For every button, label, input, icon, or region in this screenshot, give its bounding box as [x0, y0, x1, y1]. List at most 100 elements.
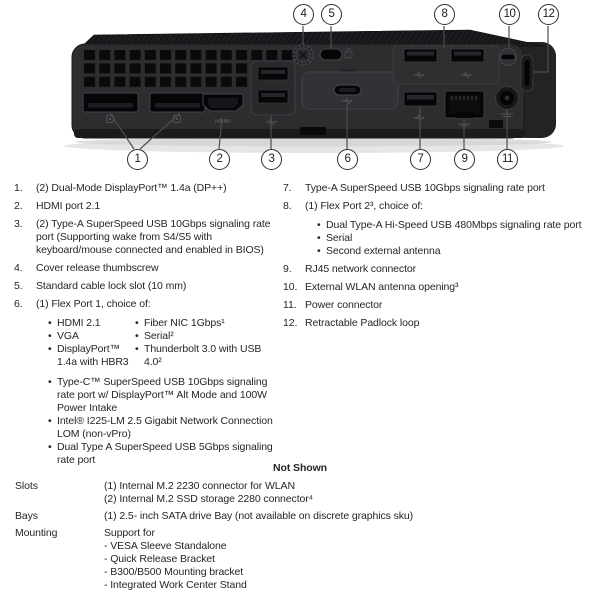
callout-5: 5 — [321, 4, 342, 25]
legend-item-number: 12. — [283, 317, 298, 329]
bullet-item: • Type-C™ SuperSpeed USB 10Gbps signaling… — [48, 376, 280, 415]
bullet-item: •Thunderbolt 3.0 with USB 4.0² — [135, 343, 280, 369]
not-shown-values: (1) Internal M.2 2230 connector for WLAN… — [104, 480, 600, 506]
not-shown-row-bays: Bays(1) 2.5- inch SATA drive Bay (not av… — [0, 510, 600, 523]
legend-item-number: 6. — [14, 298, 23, 310]
hdmi-port — [202, 93, 244, 112]
legend-item-text: (2) Dual-Mode DisplayPort™ 1.4a (DP++) — [36, 182, 280, 195]
bullet-item: • HDMI 2.1 — [48, 317, 135, 330]
cover-thumbscrew — [292, 44, 314, 66]
bullet-text: VGA — [57, 330, 79, 342]
bullet-text: DisplayPort™ 1.4a with HBR3 — [57, 343, 129, 368]
legend-item-text: Power connector — [305, 299, 597, 312]
bullet-text: Second external antenna — [326, 245, 441, 257]
bullet-dot: • — [48, 415, 52, 427]
bullet-item: • Fiber NIC 1Gbps¹ — [135, 317, 280, 330]
displayport-2 — [149, 92, 206, 113]
not-shown-line: (1) Internal M.2 2230 connector for WLAN — [104, 480, 295, 492]
legend-item-3: 3. (2) Type-A SuperSpeed USB 10Gbps signa… — [14, 218, 280, 257]
bullet-item: •Dual Type-A Hi-Speed USB 480Mbps signal… — [317, 219, 597, 232]
legend-item-6: 6.(1) Flex Port 1, choice of:•HDMI 2.1•V… — [14, 298, 280, 467]
callout-10: 10 — [499, 4, 520, 25]
legend-item-text: Retractable Padlock loop — [305, 317, 597, 330]
legend-item-number: 7. — [283, 182, 292, 194]
bullet-item: •Second external antenna — [317, 245, 597, 258]
legend-item-2: 2. HDMI port 2.1 — [14, 200, 280, 213]
bullet-item: •Dual Type A SuperSpeed USB 5Gbps signal… — [48, 441, 280, 467]
bullet-text: Serial — [326, 232, 353, 244]
legend-item-text: (2) Type-A SuperSpeed USB 10Gbps signali… — [36, 218, 280, 257]
bullet-item: • VGA — [48, 330, 135, 343]
not-shown-line: - VESA Sleeve Standalone — [104, 540, 227, 552]
legend-item-label: Cover release thumbscrew — [36, 262, 159, 274]
legend-item-5: 5.Standard cable lock slot (10 mm) — [14, 280, 280, 293]
bullet-list: •Dual Type-A Hi-Speed USB 480Mbps signal… — [317, 219, 597, 258]
callout-8: 8 — [434, 4, 455, 25]
antenna-opening — [499, 48, 517, 66]
legend-item-4: 4. Cover release thumbscrew — [14, 262, 280, 275]
callout-1: 1 — [127, 149, 148, 170]
callout-2: 2 — [209, 149, 230, 170]
not-shown-line: (2) Internal M.2 SSD storage 2280 connec… — [104, 493, 314, 505]
legend-item-label: HDMI port 2.1 — [36, 200, 101, 212]
legend-item-number: 8. — [283, 200, 292, 212]
bullet-text: Intel® I225-LM 2.5 Gigabit Network Conne… — [57, 415, 273, 440]
bullet-dot: • — [48, 376, 52, 388]
legend-item-text: Type-A SuperSpeed USB 10Gbps signaling r… — [305, 182, 597, 195]
callout-line-12 — [534, 26, 549, 73]
usb-a-port-7 — [403, 91, 438, 121]
legend-item-number: 2. — [14, 200, 23, 212]
legend-item-label: External WLAN antenna opening³ — [305, 281, 459, 293]
callout-line-1b — [139, 112, 181, 150]
power-connector — [495, 86, 519, 117]
bullet-dot: • — [48, 330, 52, 342]
legend: 1. (2) Dual-Mode DisplayPort™ 1.4a (DP++)… — [0, 178, 600, 466]
usb-stack — [250, 60, 296, 125]
bullet-dot: • — [135, 343, 139, 355]
legend-item-text: (1) Flex Port 1, choice of:•HDMI 2.1•VGA… — [36, 298, 280, 467]
not-shown-section: Not Shown Slots(1) Internal M.2 2230 con… — [0, 462, 600, 592]
callout-12: 12 — [538, 4, 559, 25]
bullet-text: HDMI 2.1 — [57, 317, 101, 329]
bullet-text: Type-C™ SuperSpeed USB 10Gbps signaling … — [57, 376, 268, 414]
not-shown-label: Bays — [15, 510, 38, 522]
not-shown-line: - Quick Release Bracket — [104, 553, 215, 565]
legend-item-label: (2) Dual-Mode DisplayPort™ 1.4a (DP++) — [36, 182, 227, 194]
bullet-dot: • — [48, 317, 52, 329]
bullet-item: • Intel® I225-LM 2.5 Gigabit Network Conn… — [48, 415, 280, 441]
displayport-1 — [82, 92, 139, 113]
callout-9: 9 — [454, 149, 475, 170]
legend-item-number: 1. — [14, 182, 23, 194]
bullet-text: Fiber NIC 1Gbps¹ — [144, 317, 225, 329]
legend-column-right: 7. Type-A SuperSpeed USB 10Gbps signaling… — [283, 182, 597, 335]
bullet-dot: • — [135, 330, 139, 342]
flex-port-2-panel — [392, 45, 500, 85]
bullet-text: Serial² — [144, 330, 174, 342]
callout-lines — [109, 26, 549, 150]
bullet-dot: • — [48, 343, 52, 355]
rj45-port — [444, 90, 485, 127]
bullet-dot: • — [317, 232, 321, 244]
bullet-grid-col2: • Fiber NIC 1Gbps¹ • Serial²•Thunderbolt 3.… — [135, 317, 280, 369]
legend-item-number: 3. — [14, 218, 23, 230]
not-shown-line: - Integrated Work Center Stand — [104, 579, 247, 591]
legend-item-number: 10. — [283, 281, 298, 293]
bullet-dot: • — [48, 441, 52, 453]
callout-line-2 — [218, 117, 223, 150]
legend-item-label: Power connector — [305, 299, 383, 311]
not-shown-line: - B300/B500 Mounting bracket — [104, 566, 244, 578]
legend-item-number: 4. — [14, 262, 23, 274]
not-shown-label: Mounting — [15, 527, 58, 539]
bullet-item: • Serial² — [135, 330, 280, 343]
legend-item-8: 8.(1) Flex Port 2³, choice of:•Dual Type… — [283, 200, 597, 258]
legend-item-label: Standard cable lock slot (10 mm) — [36, 280, 187, 292]
callout-4: 4 — [293, 4, 314, 25]
legend-item-7: 7. Type-A SuperSpeed USB 10Gbps signaling… — [283, 182, 597, 195]
bullet-dot: • — [135, 317, 139, 329]
lock-icon — [344, 51, 353, 59]
hdmi-label: HDMI — [215, 119, 231, 125]
callout-11: 11 — [497, 149, 518, 170]
not-shown-rows: Slots(1) Internal M.2 2230 connector for… — [0, 480, 600, 592]
legend-item-label: (2) Type-A SuperSpeed USB 10Gbps signali… — [36, 218, 271, 256]
